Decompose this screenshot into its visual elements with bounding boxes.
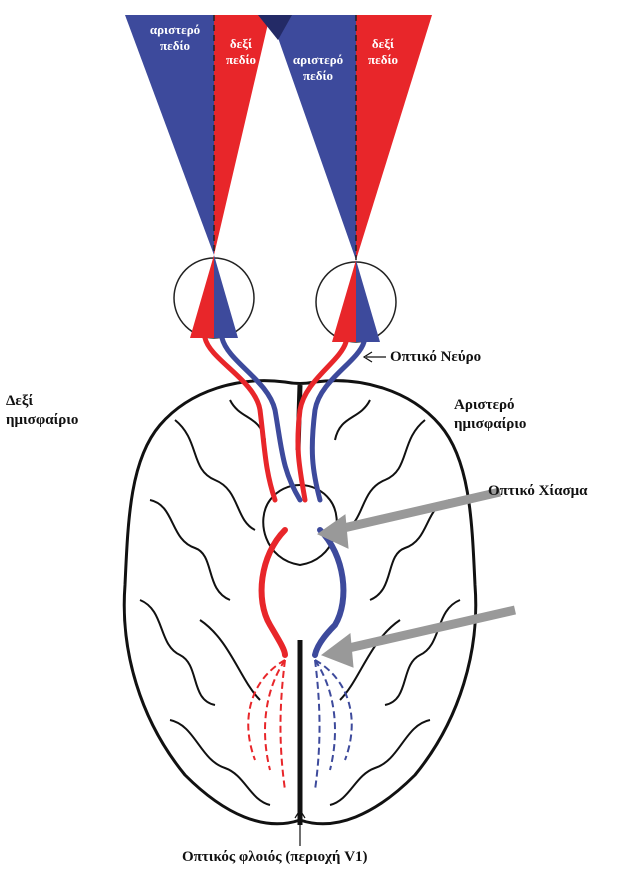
right-eye-left-field-label: αριστερό πεδίο [282,52,354,84]
left-eye-right-field-label: δεξί πεδίο [216,36,266,68]
right-eye-right-field-label: δεξί πεδίο [358,36,408,68]
left-hemisphere-label: Αριστερό ημισφαίριο [454,396,526,434]
right-hemisphere-label: Δεξί ημισφαίριο [6,392,78,430]
optic-nerve-label: Οπτικό Νεύρο [390,348,481,367]
optic-chiasm-label: Οπτικό Χίασμα [488,482,588,501]
left-eye-left-field-label: αριστερό πεδίο [140,22,210,54]
visual-cortex-label: Οπτικός φλοιός (περιοχή V1) [182,848,368,867]
